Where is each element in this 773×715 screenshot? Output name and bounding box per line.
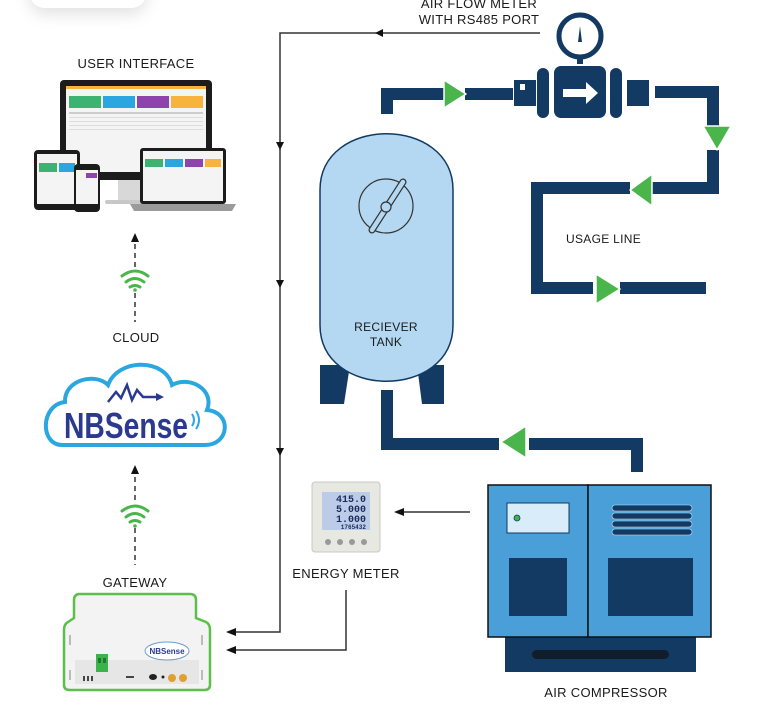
- user-interface-devices-image: [34, 80, 236, 212]
- gateway-logo-text: NBSense: [149, 647, 185, 656]
- arrow-up-icon: [131, 465, 139, 474]
- receiver-tank-label-line2: TANK: [369, 335, 403, 349]
- energy-meter-device-image: [311, 481, 381, 553]
- energy-meter-label: ENERGY METER: [292, 566, 400, 581]
- meter-display-line1: 415.0: [336, 495, 366, 506]
- arrow-left-icon: [394, 508, 404, 516]
- air-flow-meter-label-line1: AIR FLOW METER: [420, 0, 538, 11]
- air-compressor: [487, 484, 712, 672]
- gateway-device-image: [62, 592, 212, 692]
- arrow-down-icon: [276, 280, 284, 288]
- wifi-icon: [120, 504, 150, 528]
- signal-line-flowmeter: [228, 32, 540, 633]
- arrow-down-icon: [276, 448, 284, 456]
- meter-display-line2: 5.000: [336, 505, 366, 516]
- signal-line-energy-meter: [228, 590, 347, 651]
- receiver-tank: [319, 133, 454, 404]
- cloud-logo-text: NBSense: [64, 405, 188, 446]
- pipe-network: [381, 86, 719, 472]
- air-flow-meter-label-line2: WITH RS485 PORT: [418, 12, 540, 27]
- meter-display-line3: 1.000: [336, 515, 366, 526]
- air-compressor-label: AIR COMPRESSOR: [544, 685, 668, 700]
- wifi-icon: [120, 269, 150, 292]
- gateway-label: GATEWAY: [102, 575, 168, 590]
- meter-display-line4: 1765432: [341, 524, 367, 531]
- arrow-left-icon: [226, 628, 236, 636]
- air-flow-meter-icon: [514, 12, 649, 118]
- arrow-down-icon: [276, 142, 284, 150]
- arrow-left-icon: [226, 646, 236, 654]
- user-interface-label: USER INTERFACE: [77, 56, 195, 71]
- flow-arrow-icon: [443, 79, 732, 459]
- top-card: [30, 0, 146, 8]
- usage-line-label: USAGE LINE: [566, 232, 642, 246]
- cloud-label: CLOUD: [112, 330, 160, 345]
- nbsense-cloud-logo: [43, 362, 227, 447]
- receiver-tank-label-line1: RECIEVER: [354, 320, 418, 334]
- arrow-up-icon: [131, 233, 139, 242]
- arrow-left-icon: [375, 29, 383, 37]
